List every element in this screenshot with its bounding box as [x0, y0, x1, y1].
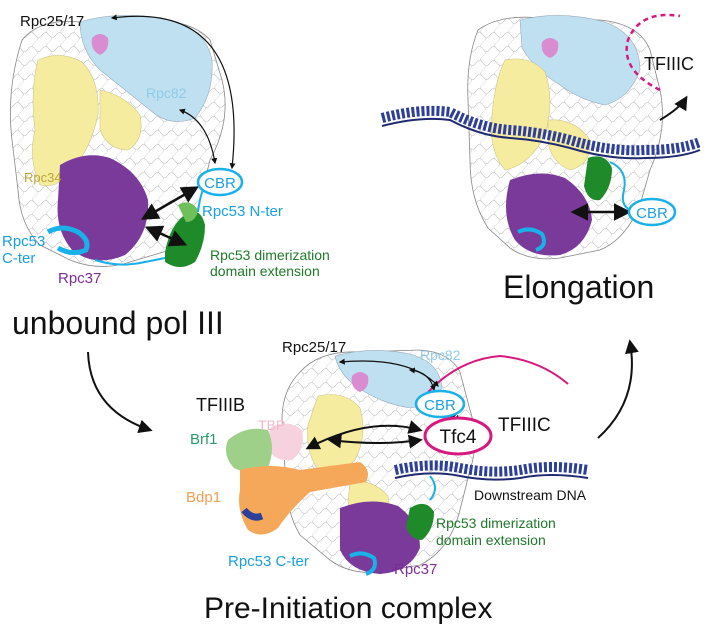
unbound-dimer-label-1: Rpc53 dimerization [210, 247, 330, 263]
pic-rpc53-cter-label: Rpc53 C-ter [228, 553, 309, 570]
pic-tfiiib-label: TFIIIB [196, 395, 245, 415]
unbound-rpc82-label: Rpc82 [146, 85, 187, 101]
pic-dimer-label-1: Rpc53 dimerization [436, 515, 556, 531]
pic-rpc82-label: Rpc82 [420, 347, 461, 363]
pic-tfiiic-label: TFIIIC [498, 415, 551, 436]
flow-arrow-pic-to-elongation [598, 342, 632, 438]
unbound-rpc37-label: Rpc37 [58, 270, 101, 287]
unbound-pol3-structure [10, 15, 225, 267]
pic-cbr-label: CBR [424, 397, 456, 414]
unbound-rpc2517-label: Rpc25/17 [20, 13, 84, 30]
unbound-rpc53-nter-label: Rpc53 N-ter [202, 203, 283, 220]
pic-rpc37-label: Rpc37 [394, 561, 437, 578]
elong-arrow-tfiiic-away [660, 98, 686, 120]
unbound-title: unbound pol III [12, 305, 224, 341]
pic-downstream-label: Downstream DNA [474, 487, 587, 503]
pic-tbp-label: TBP [258, 417, 285, 433]
pic-brf1-density [226, 429, 272, 472]
pic-dimer-label-2: domain extension [436, 532, 546, 548]
flow-arrow-unbound-to-pic [88, 352, 150, 430]
unbound-rpc34-label: Rpc34 [24, 170, 62, 185]
pic-bdp1-label: Bdp1 [186, 489, 221, 506]
unbound-rpc53-cter-label-2: C-ter [2, 250, 35, 267]
elong-tfiiic-label: TFIIIC [644, 54, 694, 74]
pic-tfc4-label: Tfc4 [440, 427, 477, 448]
unbound-dimer-label-2: domain extension [210, 263, 320, 279]
unbound-cbr-label: CBR [204, 175, 236, 192]
elong-title: Elongation [503, 269, 654, 305]
pic-rpc2517-label: Rpc25/17 [282, 339, 346, 356]
pic-brf1-label: Brf1 [190, 431, 218, 448]
pic-title: Pre-Initiation complex [204, 592, 492, 625]
elong-cbr-label: CBR [636, 205, 668, 222]
unbound-rpc53-cter-label-1: Rpc53 [2, 233, 45, 250]
